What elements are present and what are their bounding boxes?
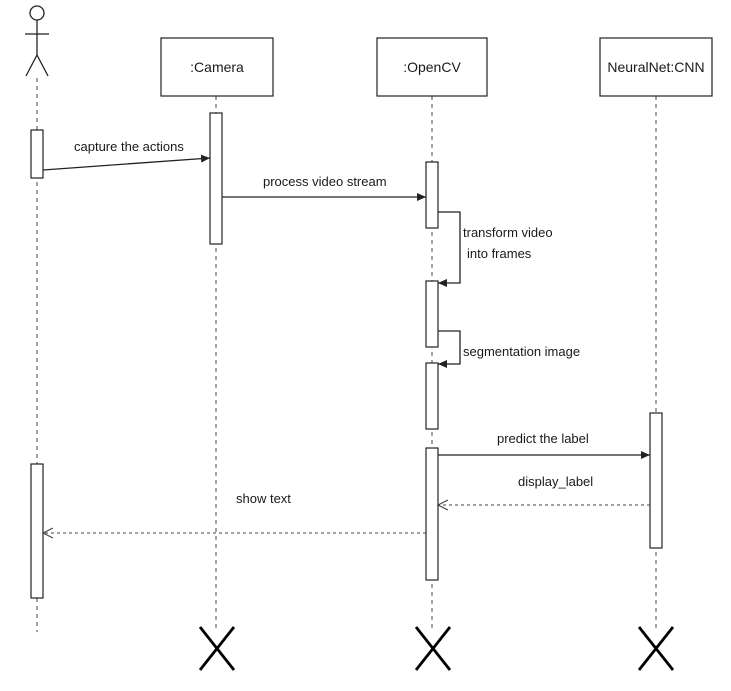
- message-show-label: show text: [236, 491, 291, 506]
- participant-cnn: NeuralNet:CNN: [599, 37, 713, 97]
- message-process: process video stream: [222, 174, 426, 201]
- message-display: display_label: [438, 474, 650, 505]
- message-segmentation-label: segmentation image: [463, 344, 580, 359]
- opencv-activation-1: [425, 161, 439, 229]
- message-transform-label-2: into frames: [467, 246, 532, 261]
- user-activation-1: [30, 129, 44, 179]
- message-predict-label: predict the label: [497, 431, 589, 446]
- participant-cnn-label: NeuralNet:CNN: [607, 59, 704, 75]
- message-capture: capture the actions: [42, 139, 211, 171]
- message-transform-label-1: transform video: [463, 225, 553, 240]
- participant-opencv-label: :OpenCV: [403, 59, 461, 75]
- user-actor-icon: [25, 5, 49, 77]
- message-display-label: display_label: [518, 474, 593, 489]
- message-predict: predict the label: [438, 431, 650, 459]
- participant-opencv: :OpenCV: [376, 37, 488, 97]
- user-activation-2: [30, 463, 44, 599]
- opencv-destroy-icon: [414, 626, 452, 671]
- message-capture-label: capture the actions: [74, 139, 184, 154]
- opencv-activation-3: [425, 362, 439, 430]
- participant-camera-label: :Camera: [190, 59, 244, 75]
- cnn-destroy-icon: [637, 626, 675, 671]
- message-process-label: process video stream: [263, 174, 387, 189]
- camera-destroy-icon: [198, 626, 236, 671]
- cnn-activation: [649, 412, 663, 549]
- camera-activation: [209, 112, 223, 245]
- opencv-activation-4: [425, 447, 439, 581]
- message-segmentation: segmentation image: [438, 330, 580, 368]
- opencv-activation-2: [425, 280, 439, 348]
- message-show: show text: [43, 491, 426, 533]
- participant-camera: :Camera: [160, 37, 274, 97]
- message-transform: transform video into frames: [438, 211, 553, 287]
